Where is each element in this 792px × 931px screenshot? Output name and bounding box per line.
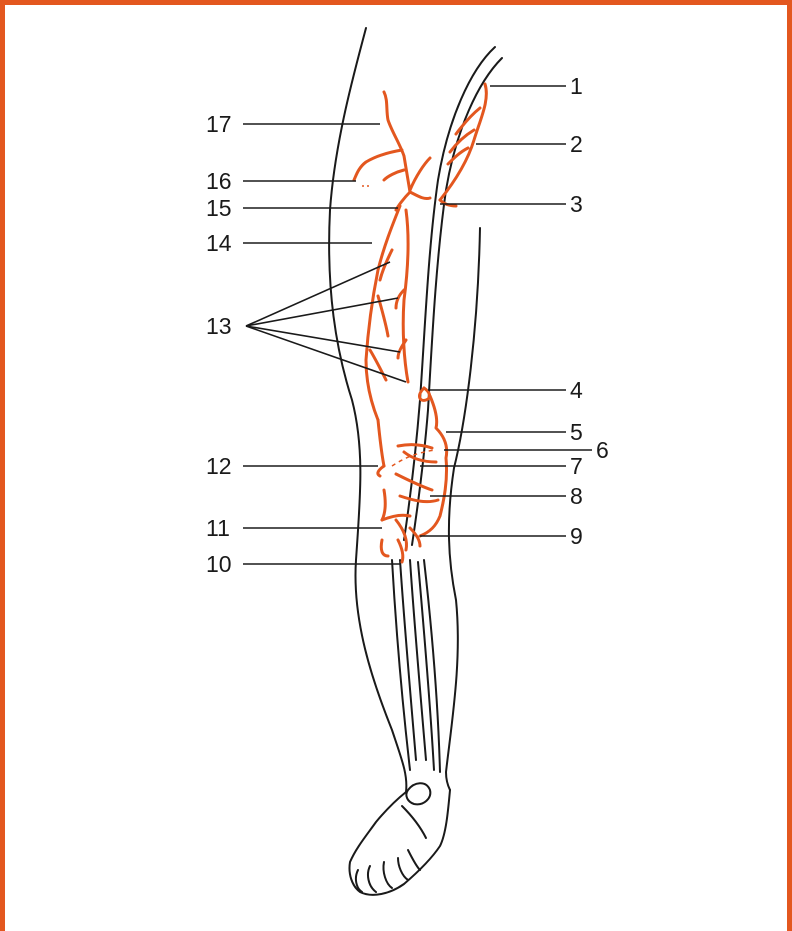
label-10: 10 <box>206 551 232 577</box>
label-5: 5 <box>570 419 583 445</box>
label-11: 11 <box>206 515 230 541</box>
label-14: 14 <box>206 230 232 256</box>
label-8: 8 <box>570 483 583 509</box>
leader-13b <box>246 298 398 326</box>
leader-13a <box>246 262 390 326</box>
label-6: 6 <box>596 437 609 463</box>
label-15: 15 <box>206 195 232 221</box>
leader-lines <box>243 86 592 564</box>
label-13: 13 <box>206 313 232 339</box>
label-4: 4 <box>570 377 583 403</box>
label-2: 2 <box>570 131 583 157</box>
leg-outline <box>329 28 502 895</box>
leader-13c <box>246 326 400 352</box>
label-16: 16 <box>206 168 232 194</box>
leader-13d <box>246 326 406 382</box>
label-3: 3 <box>570 191 583 217</box>
label-9: 9 <box>570 523 583 549</box>
label-17: 17 <box>206 111 232 137</box>
label-7: 7 <box>570 453 583 479</box>
label-1: 1 <box>570 73 583 99</box>
label-12: 12 <box>206 453 232 479</box>
labels: 1 2 3 4 5 6 7 8 9 10 11 12 13 14 15 16 1… <box>206 73 609 577</box>
